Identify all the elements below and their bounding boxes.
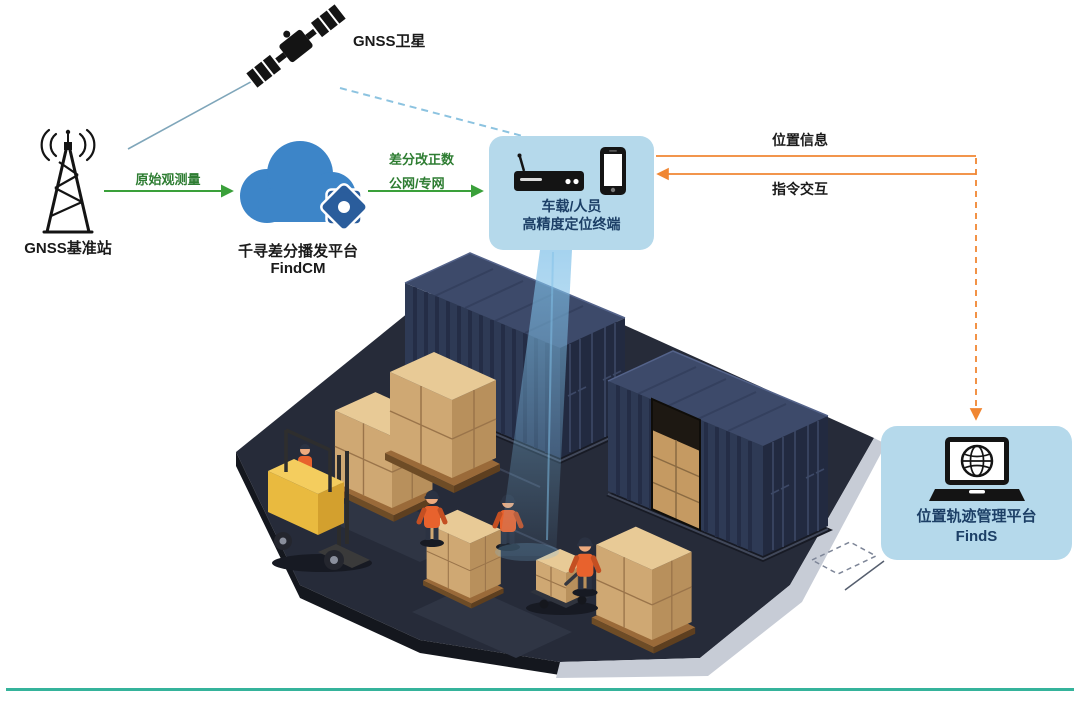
satellite-to-base-link: [127, 77, 259, 150]
command-interaction-label: 指令交互: [772, 181, 828, 197]
finds-platform-node: 位置轨迹管理平台 FindS: [881, 426, 1072, 560]
terminal-node: 车载/人员 高精度定位终端: [489, 136, 654, 250]
laptop-globe-icon: [928, 437, 1025, 501]
positioning-beam: [498, 250, 572, 556]
warehouse-scene: [236, 250, 886, 678]
base-station-label: GNSS基准站: [24, 240, 112, 257]
dashed-zone-marking: [810, 541, 878, 575]
position-info-label: 位置信息: [772, 132, 828, 148]
bottom-divider: [6, 688, 1074, 691]
satellite-to-terminal-link: [339, 87, 535, 140]
forklift: [268, 428, 372, 572]
finds-title: 位置轨迹管理平台: [916, 508, 1037, 525]
terminal-icons: [513, 147, 626, 195]
cloud-gear-icon: [240, 141, 368, 231]
radio-tower-icon: [40, 128, 96, 234]
satellite-label: GNSS卫星: [353, 33, 426, 50]
gnss-satellite-icon: [243, 1, 349, 91]
gray-apron: [556, 438, 886, 678]
connection-lines: [104, 77, 983, 591]
terminal-label-line2: 高精度定位终端: [522, 216, 621, 233]
finds-callout-line: [844, 560, 885, 591]
globe-icon: [960, 444, 993, 478]
diff-correction-label-line1: 差分改正数: [389, 152, 455, 167]
cloud-platform-title: 千寻差分播发平台: [237, 243, 358, 260]
container-open-door: [651, 397, 701, 532]
finds-subtitle: FindS: [955, 527, 998, 545]
smartphone-icon: [599, 147, 626, 195]
vehicle-terminal-icon: [513, 153, 584, 191]
diff-correction-label-line2: 公网/专网: [389, 176, 445, 191]
raw-observation-label: 原始观测量: [135, 172, 201, 187]
terminal-label-line1: 车载/人员: [541, 198, 602, 214]
cloud-platform-subtitle: FindCM: [270, 260, 326, 277]
gear-icon: [320, 183, 368, 231]
